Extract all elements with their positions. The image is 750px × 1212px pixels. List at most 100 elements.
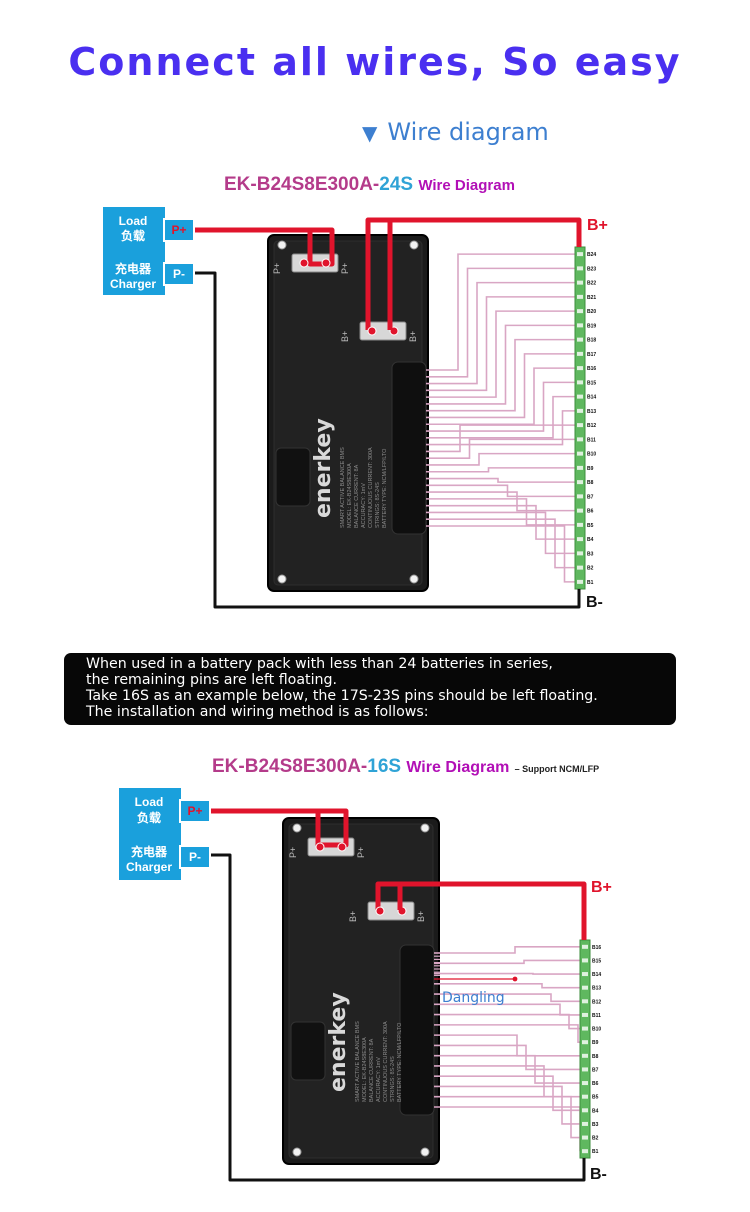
diagram2-device-pplus-right: P+ [356,847,366,858]
diagram1-pin-tick [577,294,583,299]
diagram1-pin-label: B22 [587,281,596,287]
diagram2-load-charger-box: Load 负载 充电器 Charger [119,788,181,880]
diagram2-pin-tick [582,1053,588,1058]
diagram1-pin-tick [577,408,583,413]
diagram2-balance-wire [434,982,580,989]
diagram2-pin-tick [582,972,588,977]
diagram1-balance-wire [426,338,575,412]
diagram1-pin-tick [577,337,583,342]
diagram1-pin-label: B16 [587,366,596,372]
diagram2-pin-label: B6 [592,1081,599,1087]
diagram1-pin-label: B3 [587,551,594,557]
diagram1-pin-tick [577,494,583,499]
diagram2-pin-tick [582,1067,588,1072]
diagram2-pin-label: B10 [592,1027,601,1033]
diagram1-pin-label: B14 [587,395,596,401]
diagram2-bplus-wire [375,881,587,940]
diagram2-device-pplus-left: P+ [288,847,298,858]
diagram1-balance-wire [426,410,575,446]
diagram1-pin-tick [577,451,583,456]
diagram1-balance-wire [426,310,575,398]
diagram1-pin-tick [577,266,583,271]
diagram2-balance-wire [434,1106,581,1152]
diagram2-balance-connector [399,944,435,1116]
diagram2-pin-label: B15 [592,958,601,964]
diagram1-device-bplus-right: B+ [408,331,418,342]
diagram1-balance-wire [426,367,575,426]
diagram1-side-pad [275,447,311,507]
diagram1-pin-label: B4 [587,537,594,543]
diagram1-balance-wire [426,484,575,498]
diagram2-pin-label: B8 [592,1054,599,1060]
diagram2-charger-cn: 充电器 [130,845,167,859]
diagram2-pminus-wire [207,853,586,1182]
diagram1-pin-label: B23 [587,266,596,272]
diagram1-pin-label: B21 [587,295,596,301]
diagram2-device-brand: enerkey [326,992,351,1092]
diagram2-pin-tick [582,958,588,963]
diagram1-pplus-screw-icon [321,258,331,268]
diagram1-pminus-wire [191,271,581,609]
diagram2-pin-label: B7 [592,1067,599,1073]
diagram1-mount-hole-icon [409,240,419,250]
diagram1-pin-tick [577,465,583,470]
diagram1-device-spec-line: BATTERY TYPE: NCM/LFP/LTO [382,448,388,528]
diagram1-pin-tick [577,551,583,556]
diagram2-pin-label: B1 [592,1149,599,1155]
diagram2-bminus-label: B- [590,1166,607,1183]
diagram2-pin-label: B9 [592,1040,599,1046]
diagram2-suffix: Wire Diagram [406,759,510,776]
diagram2-pin-tick [582,1135,588,1140]
diagram1-load-label: Load [118,214,148,228]
diagram1-pin-tick [577,480,583,485]
diagram1-balance-wire [426,525,575,583]
diagram2-pin-label: B5 [592,1095,599,1101]
diagram1-pin-tick [577,309,583,314]
diagram2-mount-hole-icon [420,823,430,833]
diagram2-pin-label: B4 [592,1108,599,1114]
diagram2-balance-wire [434,1054,580,1084]
diagram2-series: 16S [367,756,402,777]
diagram1-pin-tick [577,366,583,371]
diagram2-pplus-screw-icon [315,842,325,852]
diagram1-mount-hole-icon [409,574,419,584]
diagram2-pin-label: B16 [592,945,601,951]
diagram2-load-label: Load [134,795,164,809]
diagram1-pin-tick [577,280,583,285]
diagram1-device-bplus-left: B+ [340,331,350,342]
diagram1-balance-wire [426,452,575,466]
diagram1-suffix: Wire Diagram [418,177,515,194]
diagram2-pin-tick [582,1149,588,1154]
diagram2-balance-wire [434,1085,580,1125]
diagram1-pin-tick [577,380,583,385]
diagram1-pin-tick [577,351,583,356]
diagram1-pin-label: B17 [587,352,596,358]
diagram2-pin-tick [582,985,588,990]
diagram2-pin-tick [582,1094,588,1099]
diagram2-pin-tick [582,999,588,1004]
diagram2-pin-label: B12 [592,999,601,1005]
diagram1-load-cn: 负载 [120,229,145,243]
diagram1-pin-label: B7 [587,494,594,500]
diagram1-bplus-terminal [359,321,407,341]
diagram2-balance-wire [434,959,580,965]
section-label: ▼Wire diagram [362,118,549,146]
diagram2-pin-label: B13 [592,986,601,992]
diagram2-bplus-screw-icon [375,906,385,916]
triangle-down-icon: ▼ [362,121,378,145]
diagram2-balance-wire [434,1003,580,1016]
notice-line-4: The installation and wiring method is as… [86,704,429,720]
diagram2-pplus-tag: P+ [179,799,211,823]
diagram1-bplus-label: B+ [587,217,608,234]
diagram2-mount-hole-icon [420,1147,430,1157]
diagram1-balance-wire [426,477,575,483]
diagram1-pin-tick [577,323,583,328]
diagram2-title: EK-B24S8E300A-16S Wire Diagram – Support… [212,756,599,778]
diagram2-device-spec-line: SMART ACTIVE BALANCE BMS [355,1021,361,1102]
diagram1-pin-label: B18 [587,338,596,344]
diagram1-balance-wire [426,353,575,419]
diagram2-balance-wire [434,1024,580,1043]
diagram1-pin-tick [577,508,583,513]
